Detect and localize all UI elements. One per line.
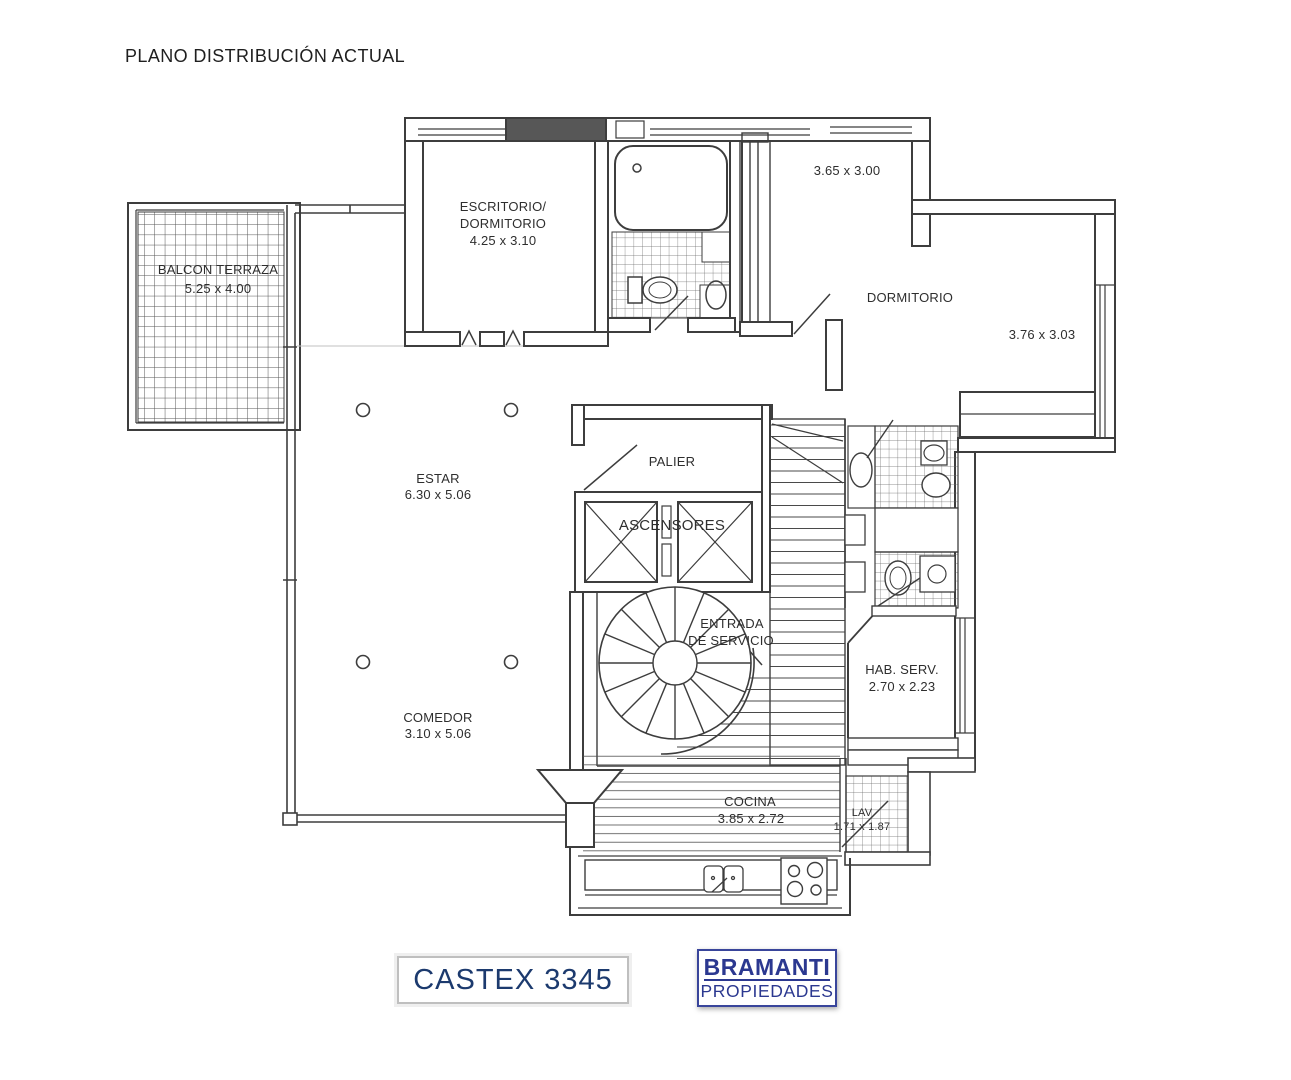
elevators [574, 491, 763, 593]
label-cocina: COCINA [724, 794, 776, 809]
label-escritorio-2: DORMITORIO [460, 216, 546, 231]
service-stairs [769, 418, 846, 766]
toilet-icon [627, 276, 678, 304]
toilet-icon [884, 560, 912, 596]
bidet-icon [921, 472, 951, 498]
living-window-walls [282, 204, 575, 826]
label-estar: ESTAR [416, 471, 459, 486]
label-balcon-dim: 5.25 x 4.00 [185, 281, 252, 296]
room-labels: BALCON TERRAZA 5.25 x 4.00 ESCRITORIO/ D… [158, 163, 1075, 833]
label-comedor: COMEDOR [403, 710, 472, 725]
label-entrada-2: DE SERVICIO [688, 633, 774, 648]
page-title: PLANO DISTRIBUCIÓN ACTUAL [125, 46, 406, 66]
label-dormitorio: DORMITORIO [867, 290, 953, 305]
room-dormitorio [911, 199, 1116, 453]
label-dormitorio-dim: 3.76 x 3.03 [1009, 327, 1076, 342]
room-hab-serv [847, 605, 959, 766]
label-entrada-1: ENTRADA [700, 616, 764, 631]
balcony-terrace [127, 202, 301, 431]
label-palier: PALIER [649, 454, 695, 469]
top-wall [404, 117, 931, 204]
stove-icon [780, 857, 828, 905]
label-lav: LAV [852, 807, 873, 819]
guest-bathrooms [844, 419, 959, 609]
address-text: CASTEX 3345 [413, 963, 613, 996]
bathroom-main [607, 140, 743, 333]
door-swing [877, 577, 921, 607]
label-balcon: BALCON TERRAZA [158, 262, 278, 277]
kitchen-sink-icon [703, 865, 744, 893]
sink-icon [919, 555, 956, 593]
toilet-icon [923, 444, 945, 462]
door-swing [793, 293, 831, 335]
sink-icon [849, 452, 873, 488]
laundry-floor [845, 775, 909, 853]
label-dorm-top-dim: 3.65 x 3.00 [814, 163, 881, 178]
palier [571, 404, 773, 593]
door-swing [841, 800, 889, 848]
door-swing [583, 444, 638, 491]
label-hab-serv-dim: 2.70 x 2.23 [869, 679, 936, 694]
label-comedor-dim: 3.10 x 5.06 [405, 726, 472, 741]
label-hab-serv: HAB. SERV. [865, 662, 939, 677]
vent-funnel [535, 769, 625, 848]
columns [355, 402, 519, 670]
room-dorm-top [739, 213, 931, 391]
label-escritorio-1: ESCRITORIO/ [460, 199, 547, 214]
label-ascensores: ASCENSORES [619, 517, 725, 534]
closet-strip [739, 132, 771, 332]
door-swing [654, 295, 689, 331]
label-lav-dim: 1.71 x 1.87 [834, 821, 891, 833]
spiral-stair-spokes [599, 587, 751, 739]
spiral-stair [596, 586, 840, 767]
address-plate: CASTEX 3345 [397, 956, 629, 1004]
brand-subtitle: PROPIEDADES [700, 981, 834, 1001]
label-estar-dim: 6.30 x 5.06 [405, 487, 472, 502]
door-swing [866, 419, 894, 459]
kitchen [569, 752, 976, 916]
room-escritorio [404, 140, 609, 347]
brand-name: BRAMANTI [703, 953, 831, 981]
label-escritorio-dim: 4.25 x 3.10 [470, 233, 537, 248]
label-cocina-dim: 3.85 x 2.72 [718, 811, 785, 826]
brand-logo: BRAMANTI PROPIEDADES [697, 949, 837, 1007]
bidet-icon [705, 280, 727, 310]
